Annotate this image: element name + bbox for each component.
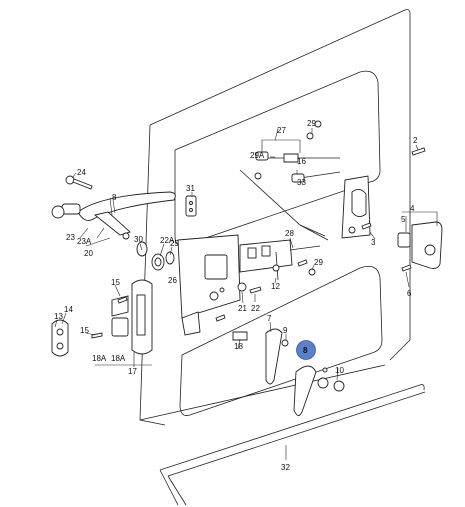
- label-24: 24: [77, 168, 86, 177]
- label-20: 20: [84, 249, 93, 258]
- label-2: 2: [413, 136, 418, 145]
- label-29-lower: 29: [314, 258, 323, 267]
- washers: [136, 241, 175, 271]
- highlight-marker: [296, 340, 316, 360]
- key: [65, 175, 93, 190]
- label-18a-right: 18A: [111, 354, 126, 363]
- window-opening-upper: [174, 70, 381, 246]
- label-4: 4: [410, 204, 415, 213]
- latch-assembly: [341, 175, 371, 239]
- label-15b: 15: [80, 326, 89, 335]
- striker-5: [397, 221, 443, 269]
- label-5: 5: [401, 215, 406, 224]
- label-26: 26: [168, 276, 177, 285]
- label-15a: 15: [111, 278, 120, 287]
- door-panel: [139, 9, 411, 426]
- door-lock-mechanism: [177, 234, 321, 336]
- label-12: 12: [271, 282, 280, 291]
- outer-door-handle: [51, 191, 176, 240]
- label-23a: 23A: [77, 237, 92, 246]
- label-8-highlight: 8: [303, 346, 308, 355]
- label-7: 7: [267, 314, 272, 323]
- label-28: 28: [285, 229, 294, 238]
- leader-lines: [54, 128, 438, 460]
- lock-plate: [111, 279, 153, 355]
- label-25: 25: [170, 239, 179, 248]
- inner-handle-7: [265, 328, 283, 385]
- label-21: 21: [238, 304, 247, 313]
- label-27: 27: [277, 126, 286, 135]
- label-3: 3: [371, 238, 376, 247]
- label-33: 33: [297, 178, 306, 187]
- label-8-handle: 8: [112, 193, 117, 202]
- label-22: 22: [251, 304, 260, 313]
- label-32: 32: [281, 463, 290, 472]
- remote-cable-assembly: [254, 132, 341, 183]
- inner-handle-8: [293, 365, 329, 416]
- label-10: 10: [335, 366, 344, 375]
- label-16: 16: [297, 157, 306, 166]
- label-31: 31: [186, 184, 195, 193]
- label-30: 30: [134, 235, 143, 244]
- door-seal-strip: [159, 384, 426, 506]
- fasteners: [91, 120, 426, 392]
- label-13: 13: [54, 312, 63, 321]
- label-18: 18: [234, 342, 243, 351]
- label-18a-left: 18A: [92, 354, 107, 363]
- striker-plate: [51, 319, 69, 357]
- window-opening-lower: [179, 265, 383, 416]
- label-29-upper: 29: [307, 119, 316, 128]
- label-9: 9: [283, 326, 288, 335]
- label-6: 6: [407, 289, 412, 298]
- linkage-rod: [239, 169, 329, 241]
- label-17: 17: [128, 367, 137, 376]
- label-29A: 29A: [250, 151, 265, 160]
- callout-labels: 24 8 23 23A 20 30 22A 25 31 26 15 14 13 …: [54, 119, 418, 472]
- label-22a: 22A: [160, 236, 175, 245]
- handle-rod-12: [272, 251, 280, 281]
- label-14: 14: [64, 305, 73, 314]
- bracket-31: [185, 195, 197, 217]
- label-23: 23: [66, 233, 75, 242]
